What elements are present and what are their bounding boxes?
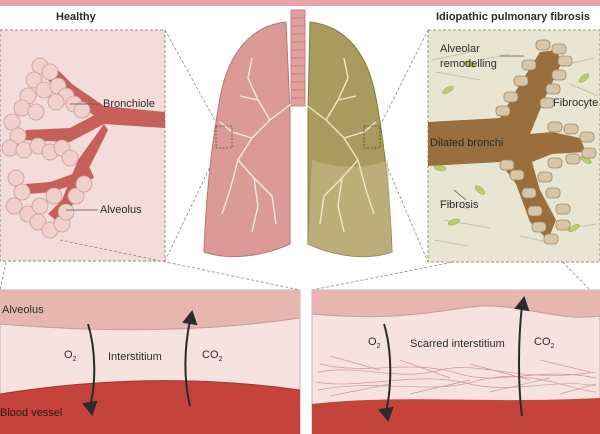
fibrosis-label: Fibrosis bbox=[440, 199, 479, 211]
scarred-interstitium-label: Scarred interstitium bbox=[410, 338, 505, 350]
dilated-bronchi-label: Dilated bronchi bbox=[430, 137, 504, 149]
ipf-gas-arrows bbox=[378, 295, 530, 423]
healthy-alveoli bbox=[1, 57, 93, 239]
ipf-o2-label: O2 bbox=[368, 336, 381, 351]
bronchiole-label: Bronchiole bbox=[103, 98, 155, 110]
lungs bbox=[203, 9, 393, 258]
fibrosis-leader bbox=[453, 189, 467, 201]
ipf-title: Idiopathic pulmonary fibrosis bbox=[436, 11, 591, 23]
fibrocyte-label: Fibrocyte bbox=[553, 97, 599, 109]
ipf-inset-panel bbox=[427, 29, 600, 263]
top-strip bbox=[0, 0, 600, 6]
alveolar-remodelling-label-line1: Alveolar bbox=[440, 43, 480, 55]
ipf-co2-label: CO2 bbox=[534, 336, 555, 351]
alveolus-label: Alveolus bbox=[100, 204, 142, 216]
healthy-title: Healthy bbox=[56, 11, 96, 23]
ipf-remodelled-alveoli bbox=[495, 39, 597, 245]
section-alveolus-label: Alveolus bbox=[2, 304, 44, 316]
healthy-co2-label: CO2 bbox=[202, 349, 223, 364]
alveolar-remodelling-label-line2: remodelling bbox=[440, 58, 497, 70]
healthy-gas-arrows bbox=[82, 309, 198, 417]
blood-vessel-label: Blood vessel bbox=[0, 407, 63, 419]
interstitium-label: Interstitium bbox=[108, 351, 162, 363]
healthy-cross-section bbox=[0, 289, 301, 434]
ipf-cross-section bbox=[311, 289, 600, 434]
healthy-o2-label: O2 bbox=[64, 349, 77, 364]
